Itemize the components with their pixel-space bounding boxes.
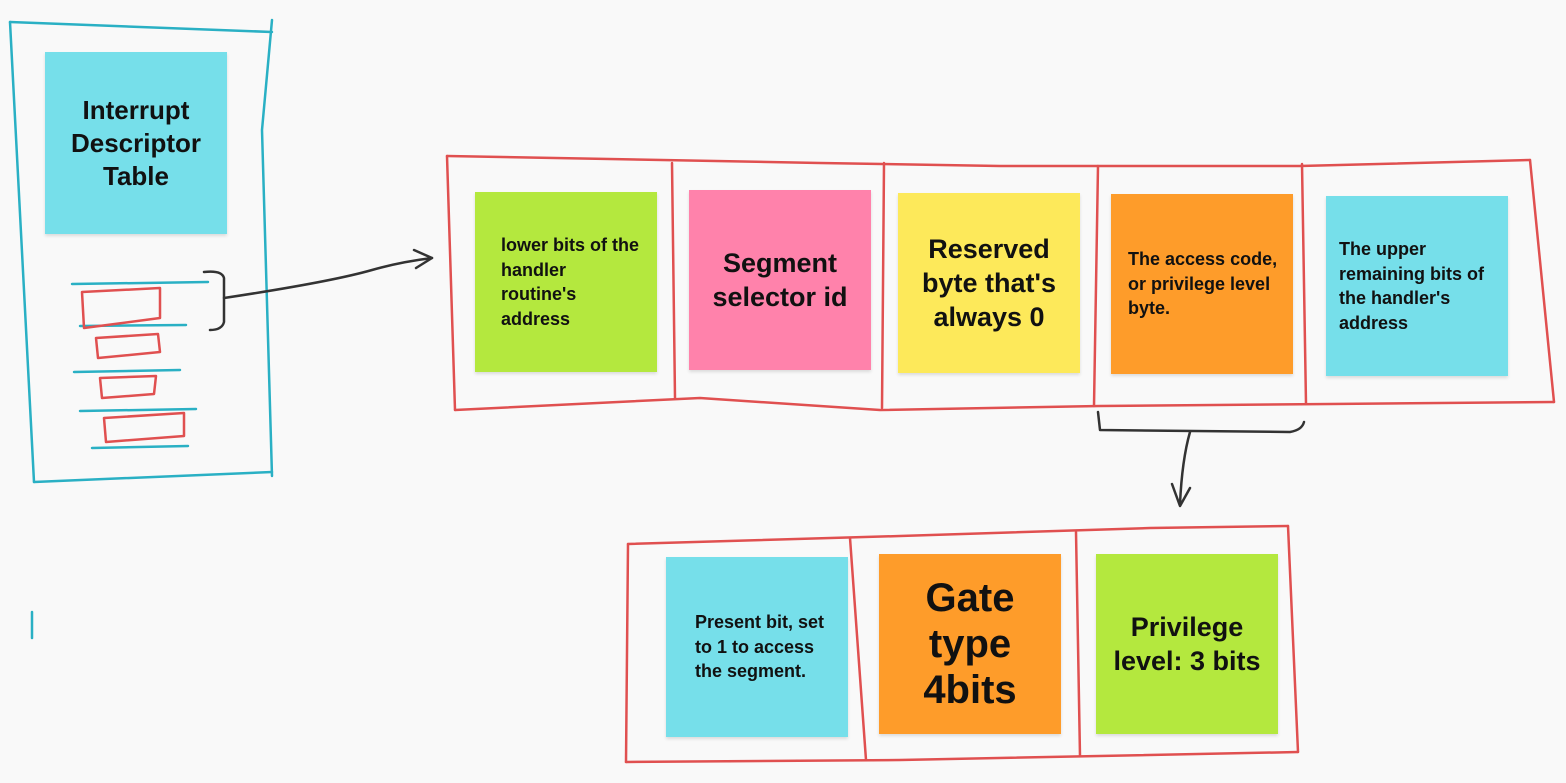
field-gate-type-text: Gate type 4bits bbox=[923, 576, 1017, 712]
field-present-bit: Present bit, set to 1 to access the segm… bbox=[666, 557, 848, 737]
field-gate-type: Gate type 4bits bbox=[879, 554, 1061, 734]
field-upper-handler-bits: The upper remaining bits of the handler'… bbox=[1326, 196, 1508, 376]
field-access-byte-text: The access code, or privilege level byte… bbox=[1128, 249, 1278, 319]
field-privilege-level-text: Privilege level: 3 bits bbox=[1113, 612, 1261, 676]
idt-title-note: Interrupt Descriptor Table bbox=[45, 52, 227, 234]
field-lower-handler-bits-text: lower bits of the handler routine's addr… bbox=[501, 235, 640, 329]
access-arrow bbox=[1096, 410, 1306, 508]
idt-entries bbox=[70, 280, 210, 450]
field-segment-selector: Segment selector id bbox=[689, 190, 871, 370]
idt-outline bbox=[8, 18, 274, 640]
idt-title: Interrupt Descriptor Table bbox=[70, 94, 202, 191]
field-segment-selector-text: Segment selector id bbox=[712, 248, 848, 312]
field-reserved-byte: Reserved byte that's always 0 bbox=[898, 193, 1080, 373]
field-lower-handler-bits: lower bits of the handler routine's addr… bbox=[475, 192, 657, 372]
field-access-byte: The access code, or privilege level byte… bbox=[1111, 194, 1293, 374]
field-reserved-byte-text: Reserved byte that's always 0 bbox=[922, 234, 1056, 332]
field-privilege-level: Privilege level: 3 bits bbox=[1096, 554, 1278, 734]
field-present-bit-text: Present bit, set to 1 to access the segm… bbox=[695, 612, 825, 682]
descriptor-outline bbox=[445, 154, 1556, 412]
field-upper-handler-bits-text: The upper remaining bits of the handler'… bbox=[1339, 239, 1485, 333]
entry-arrow bbox=[202, 248, 434, 332]
access-byte-outline bbox=[624, 524, 1300, 764]
